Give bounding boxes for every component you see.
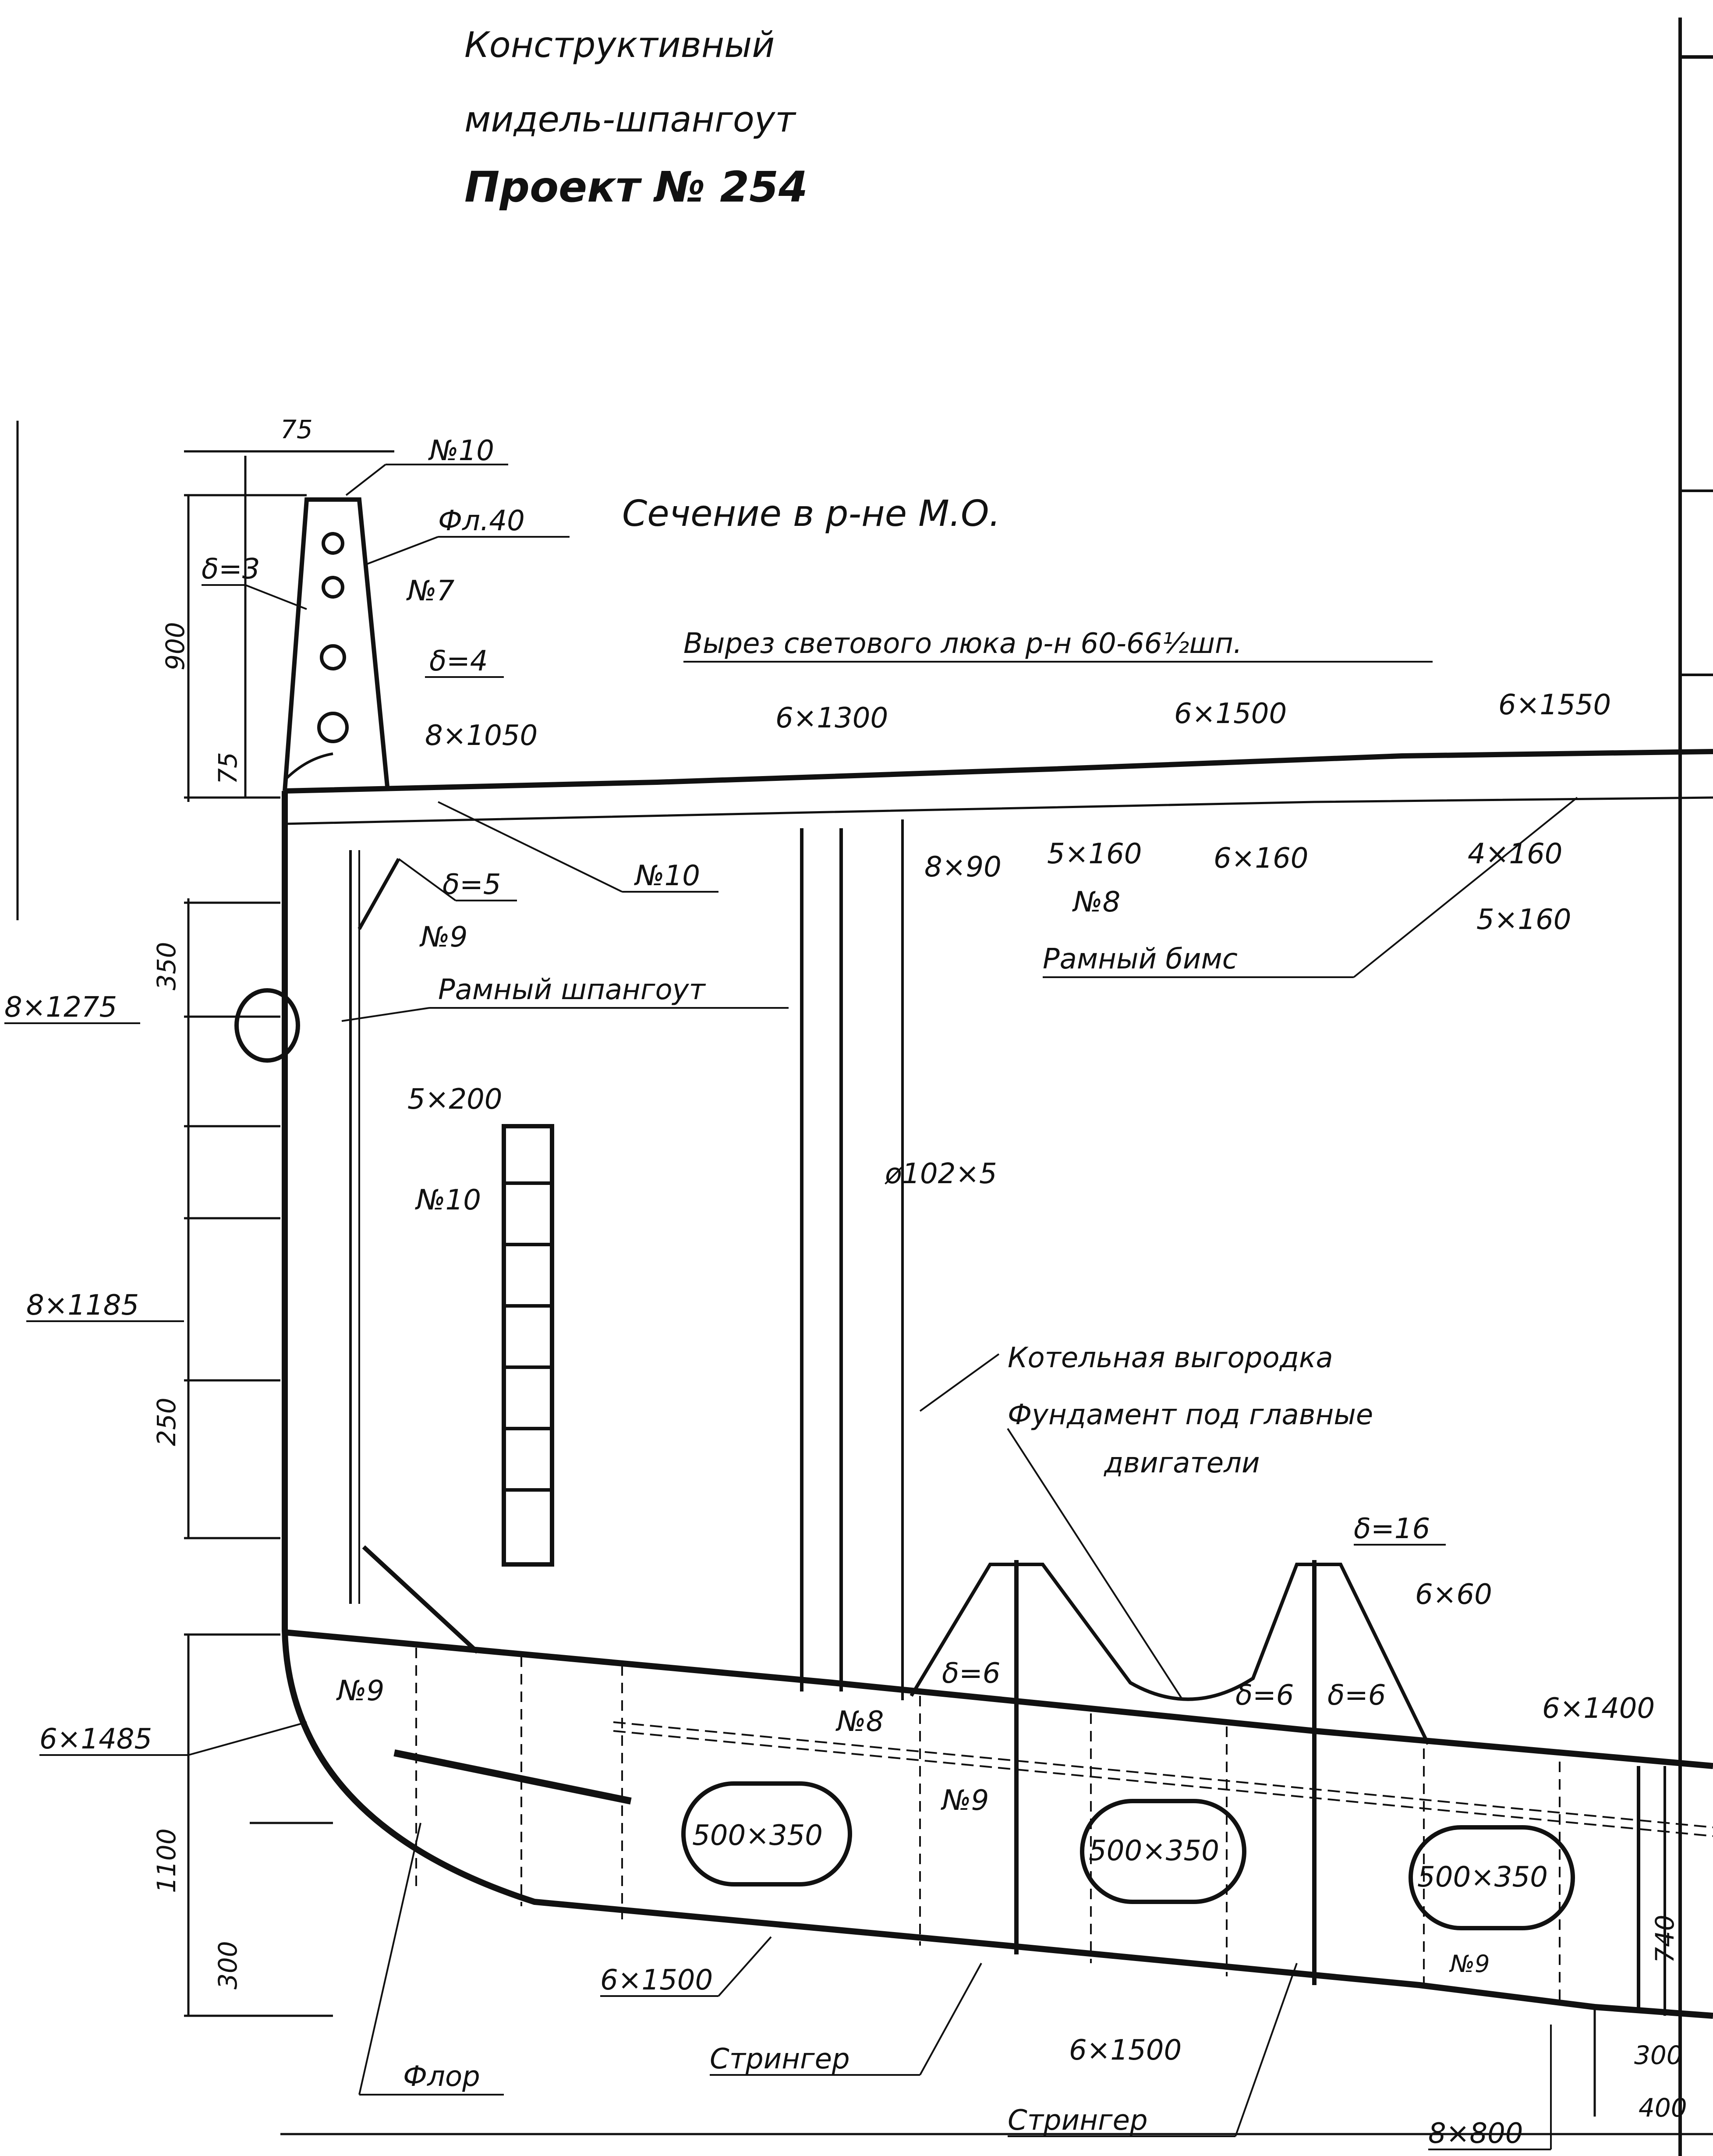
label-flor: Флор xyxy=(403,2060,480,2093)
plate-deck-2: 6×1300 xyxy=(775,702,888,734)
label-ramnyi-bims: Рамный бимс xyxy=(1043,943,1238,975)
sheet-border xyxy=(16,18,1713,2156)
label-d6-b: δ=6 xyxy=(1235,1679,1294,1712)
plate-keel: 8×800 xyxy=(1428,2117,1523,2150)
label-n9-frame: №9 xyxy=(419,921,467,954)
label-n9-floor: №9 xyxy=(336,1675,384,1707)
label-stringer-1: Стрингер xyxy=(710,2043,850,2075)
bulwark xyxy=(283,497,390,791)
lightening-hole-3 xyxy=(1409,1825,1575,1930)
inner-bottom xyxy=(284,1629,1713,1769)
dimension-labels: 75 900 75 350 250 1100 300 740 300 400 xyxy=(152,415,1687,2123)
label-stringer-2: Стрингер xyxy=(1008,2104,1148,2137)
label-n8-floor: №8 xyxy=(835,1706,884,1738)
left-dimensions xyxy=(184,450,394,2017)
title-block: Конструктивный мидель-шпангоут Проект № … xyxy=(464,25,808,212)
label-n10-deck: №10 xyxy=(634,860,700,892)
label-n7: №7 xyxy=(406,575,455,607)
label-5x200: 5×200 xyxy=(407,1083,503,1116)
label-ramnyi-shpangout: Рамный шпангоут xyxy=(438,974,706,1006)
dim-75-side: 75 xyxy=(213,752,243,784)
title-line-3: Проект № 254 xyxy=(464,163,808,212)
lightening-hole-label-3: 500×350 xyxy=(1417,1861,1548,1894)
dim-350: 350 xyxy=(152,942,181,990)
dim-75-top: 75 xyxy=(280,415,313,444)
plate-deck-3: 6×1500 xyxy=(1174,698,1287,730)
label-d16: δ=16 xyxy=(1354,1513,1430,1545)
lightening-hole-label-2: 500×350 xyxy=(1089,1835,1219,1867)
section-title: Сечение в р-не М.О. xyxy=(622,493,1001,535)
lightening-holes: 500×350 500×350 500×350 xyxy=(681,1781,1575,1930)
plate-deck-4: 6×1550 xyxy=(1498,689,1611,721)
label-fl40: Фл.40 xyxy=(438,505,525,537)
plate-side-top: 8×1275 xyxy=(4,991,117,1024)
label-n9-bottom: №9 xyxy=(1449,1950,1490,1978)
plate-6x1400: 6×1400 xyxy=(1542,1692,1655,1725)
dim-300-left: 300 xyxy=(213,1941,243,1989)
lightening-hole-2 xyxy=(1080,1799,1246,1904)
label-fundament-2: двигатели xyxy=(1104,1447,1260,1479)
engine-foundation xyxy=(910,1563,1430,1745)
label-pillar: ø102×5 xyxy=(885,1158,997,1190)
plate-6x160: 6×160 xyxy=(1214,842,1309,875)
dim-250: 250 xyxy=(152,1397,181,1446)
leader-lines xyxy=(4,464,1578,2150)
title-line-1: Конструктивный xyxy=(464,25,775,65)
label-n9-girder: №9 xyxy=(941,1784,989,1817)
dim-740: 740 xyxy=(1650,1915,1680,1963)
label-d4: δ=4 xyxy=(429,645,488,677)
hull-structure xyxy=(234,497,1713,2135)
plate-4x160: 4×160 xyxy=(1468,838,1563,870)
dim-900: 900 xyxy=(160,622,190,670)
plate-labels: 8×1050 6×1300 6×1500 6×1550 8×90 5×160 6… xyxy=(4,689,1655,2150)
title-line-2: мидель-шпангоут xyxy=(464,99,796,140)
plate-bottom-1: 6×1500 xyxy=(600,1964,713,1996)
part-labels: №10 Фл.40 δ=3 №7 δ=4 δ=5 №9 Рамный шпанг… xyxy=(202,435,1490,2137)
plate-bilge: 6×1485 xyxy=(39,1723,152,1755)
label-d5: δ=5 xyxy=(442,869,501,901)
plate-5x160-b: 5×160 xyxy=(1476,904,1571,936)
label-d6-c: δ=6 xyxy=(1327,1679,1386,1712)
label-d3: δ=3 xyxy=(202,553,260,585)
label-n10-top: №10 xyxy=(428,435,494,467)
label-n10-side: №10 xyxy=(415,1184,481,1216)
cutout-note: Вырез светового люка р-н 60-66½шп. xyxy=(683,628,1242,660)
plate-deck-1: 8×1050 xyxy=(425,720,538,752)
dim-1100: 1100 xyxy=(152,1828,181,1893)
label-fundament-1: Фундамент под главные xyxy=(1008,1399,1373,1431)
plate-side-mid: 8×1185 xyxy=(26,1289,139,1322)
dim-400: 400 xyxy=(1639,2093,1687,2123)
plate-5x160-a: 5×160 xyxy=(1047,838,1142,870)
dim-300-right: 300 xyxy=(1634,2040,1683,2070)
label-n8-deck: №8 xyxy=(1072,886,1120,918)
plate-8x90: 8×90 xyxy=(924,851,1002,883)
label-kotelnaya: Котельная выгородка xyxy=(1008,1342,1333,1374)
plate-bottom-2: 6×1500 xyxy=(1069,2034,1182,2067)
lightening-hole-label-1: 500×350 xyxy=(692,1819,823,1852)
plate-6x60: 6×60 xyxy=(1415,1578,1492,1611)
side-shell xyxy=(282,791,1713,2019)
main-deck xyxy=(284,749,1713,794)
deck-lower-line xyxy=(284,796,1713,825)
lightening-hole-1 xyxy=(681,1781,852,1886)
label-d6-a: δ=6 xyxy=(942,1657,1001,1690)
